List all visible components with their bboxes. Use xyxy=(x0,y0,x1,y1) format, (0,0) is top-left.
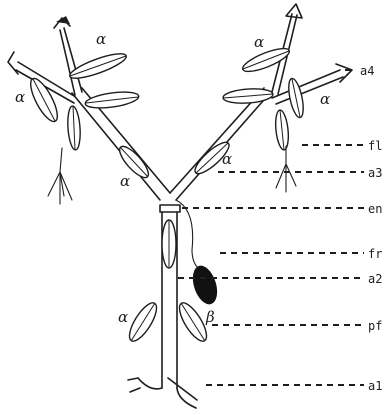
inflorescences xyxy=(48,146,296,204)
label-a4: a4 xyxy=(360,64,374,78)
leaves xyxy=(26,44,306,345)
beta-stem: β xyxy=(205,308,215,326)
inflorescence-left xyxy=(48,148,72,204)
left-upper-axis xyxy=(60,28,82,95)
alpha-right-side: α xyxy=(320,90,330,108)
alpha-stem: α xyxy=(118,308,128,326)
stem-base xyxy=(138,378,197,408)
alpha-left-side: α xyxy=(15,88,25,106)
label-en: en xyxy=(368,202,382,216)
stem-structure xyxy=(16,14,343,408)
label-fr: fr xyxy=(368,247,382,261)
alpha-right-top: α xyxy=(254,33,264,51)
base-branch-stub xyxy=(128,378,140,392)
alpha-left-branch: α xyxy=(120,172,130,190)
label-a1: a1 xyxy=(368,379,382,393)
inflorescence-right xyxy=(276,146,296,192)
fruit xyxy=(176,200,222,307)
label-fl: fl xyxy=(368,139,382,153)
part-labels: a4 fl a3 en fr a2 pf a1 xyxy=(360,64,382,393)
fruit-body xyxy=(188,263,221,308)
arrowheads xyxy=(8,4,352,82)
alpha-right-branch: α xyxy=(222,150,232,168)
stem-node xyxy=(160,205,180,212)
arrow-right-top xyxy=(286,4,302,18)
label-a2: a2 xyxy=(368,272,382,286)
label-a3: a3 xyxy=(368,166,382,180)
label-pf: pf xyxy=(368,319,382,333)
alpha-left-top: α xyxy=(96,30,106,48)
